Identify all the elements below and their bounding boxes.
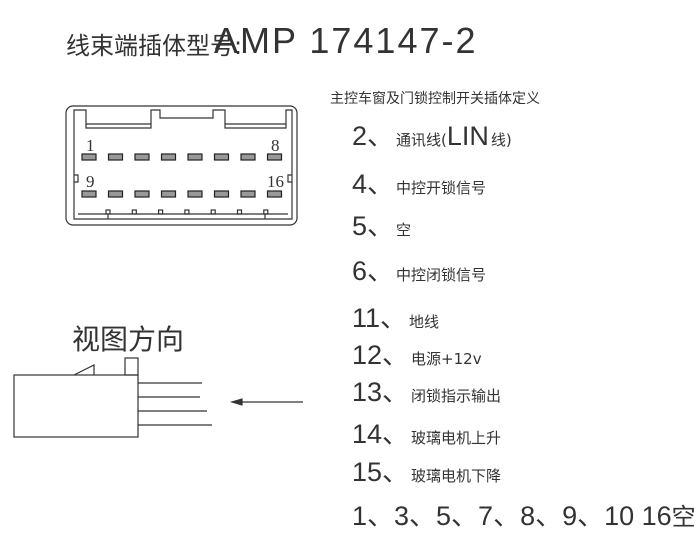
pin-16 bbox=[266, 190, 283, 198]
pin-1 bbox=[81, 153, 97, 161]
pin-number: 2、 bbox=[352, 121, 395, 151]
pin-desc: 玻璃电机上升 bbox=[411, 429, 502, 447]
pin-desc-tail: 线) bbox=[490, 131, 512, 149]
pin-label-16: 16 bbox=[267, 172, 284, 191]
pin-11 bbox=[134, 190, 150, 198]
pin-number: 11、 bbox=[352, 303, 408, 333]
pin-12 bbox=[160, 190, 177, 198]
key-tooth bbox=[131, 209, 137, 215]
pin-definition-item: 15、玻璃电机下降 bbox=[352, 450, 501, 489]
bottom-rail bbox=[78, 213, 288, 219]
pin-definition-item: 6、中控闭锁信号 bbox=[352, 249, 486, 288]
pin-desc: 通讯线( bbox=[396, 131, 447, 149]
pin-desc: 地线 bbox=[409, 313, 440, 331]
pin-5 bbox=[187, 153, 203, 161]
pin-3 bbox=[134, 153, 150, 161]
pin-definition-item: 1、3、5、7、8、9、10 16空 bbox=[352, 494, 696, 533]
bottom-keys bbox=[78, 209, 288, 219]
pin-9 bbox=[81, 190, 97, 198]
key-tooth bbox=[158, 209, 164, 215]
pin-number: 6、 bbox=[352, 256, 395, 286]
pin-definition-item: 11、地线 bbox=[352, 296, 439, 335]
pin-14 bbox=[213, 190, 230, 198]
pin-desc: 电源+12v bbox=[411, 350, 482, 368]
pin-label-9: 9 bbox=[86, 172, 95, 191]
connector-model: AMP 174147-2 bbox=[214, 20, 478, 61]
pin-number: 13、 bbox=[352, 377, 410, 407]
pin-2 bbox=[107, 153, 124, 161]
pin-desc-lin: LIN bbox=[446, 121, 489, 151]
pin-definition-item: 14、玻璃电机上升 bbox=[352, 412, 501, 451]
pin-desc: 空 bbox=[396, 221, 412, 239]
pin-number: 4、 bbox=[352, 169, 395, 199]
title-label: 线束端插体型号: bbox=[66, 32, 243, 60]
connector-face bbox=[65, 105, 298, 226]
pin-desc: 中控开锁信号 bbox=[396, 179, 487, 197]
pin-grid bbox=[81, 153, 283, 198]
pin-7 bbox=[240, 153, 256, 161]
pin-desc: 空 bbox=[671, 504, 696, 531]
pin-definition-item: 13、闭锁指示输出 bbox=[352, 370, 501, 409]
pin-number: 5、 bbox=[352, 211, 395, 241]
key-tooth bbox=[236, 209, 243, 215]
definition-header: 主控车窗及门锁控制开关插体定义 bbox=[330, 91, 540, 107]
pin-definition-item: 4、中控开锁信号 bbox=[352, 162, 486, 201]
side-view bbox=[13, 357, 212, 438]
pin-label-8: 8 bbox=[271, 136, 280, 155]
pin-13 bbox=[187, 190, 203, 198]
pin-desc: 中控闭锁信号 bbox=[396, 266, 487, 284]
key-tooth bbox=[105, 209, 111, 215]
pin-4 bbox=[160, 153, 177, 161]
pin-number: 14、 bbox=[352, 419, 410, 449]
pin-definition-item: 12、电源+12v bbox=[352, 333, 482, 372]
pin-15 bbox=[240, 190, 256, 198]
pin-number: 1、3、5、7、8、9、10 16 bbox=[352, 501, 672, 531]
key-tooth bbox=[210, 209, 216, 215]
key-tooth bbox=[263, 209, 269, 215]
pin-6 bbox=[213, 153, 230, 161]
pin-desc: 闭锁指示输出 bbox=[411, 387, 502, 405]
pin-desc: 玻璃电机下降 bbox=[411, 467, 502, 485]
pin-definition-item: 5、空 bbox=[352, 204, 411, 243]
view-direction-arrow bbox=[229, 398, 303, 406]
view-direction-label: 视图方向 bbox=[72, 323, 185, 356]
key-tooth bbox=[184, 209, 190, 215]
pin-number: 15、 bbox=[352, 457, 410, 487]
pin-label-1: 1 bbox=[86, 136, 95, 155]
pin-8 bbox=[266, 153, 283, 161]
pin-number: 12、 bbox=[352, 340, 410, 370]
pin-10 bbox=[107, 190, 124, 198]
